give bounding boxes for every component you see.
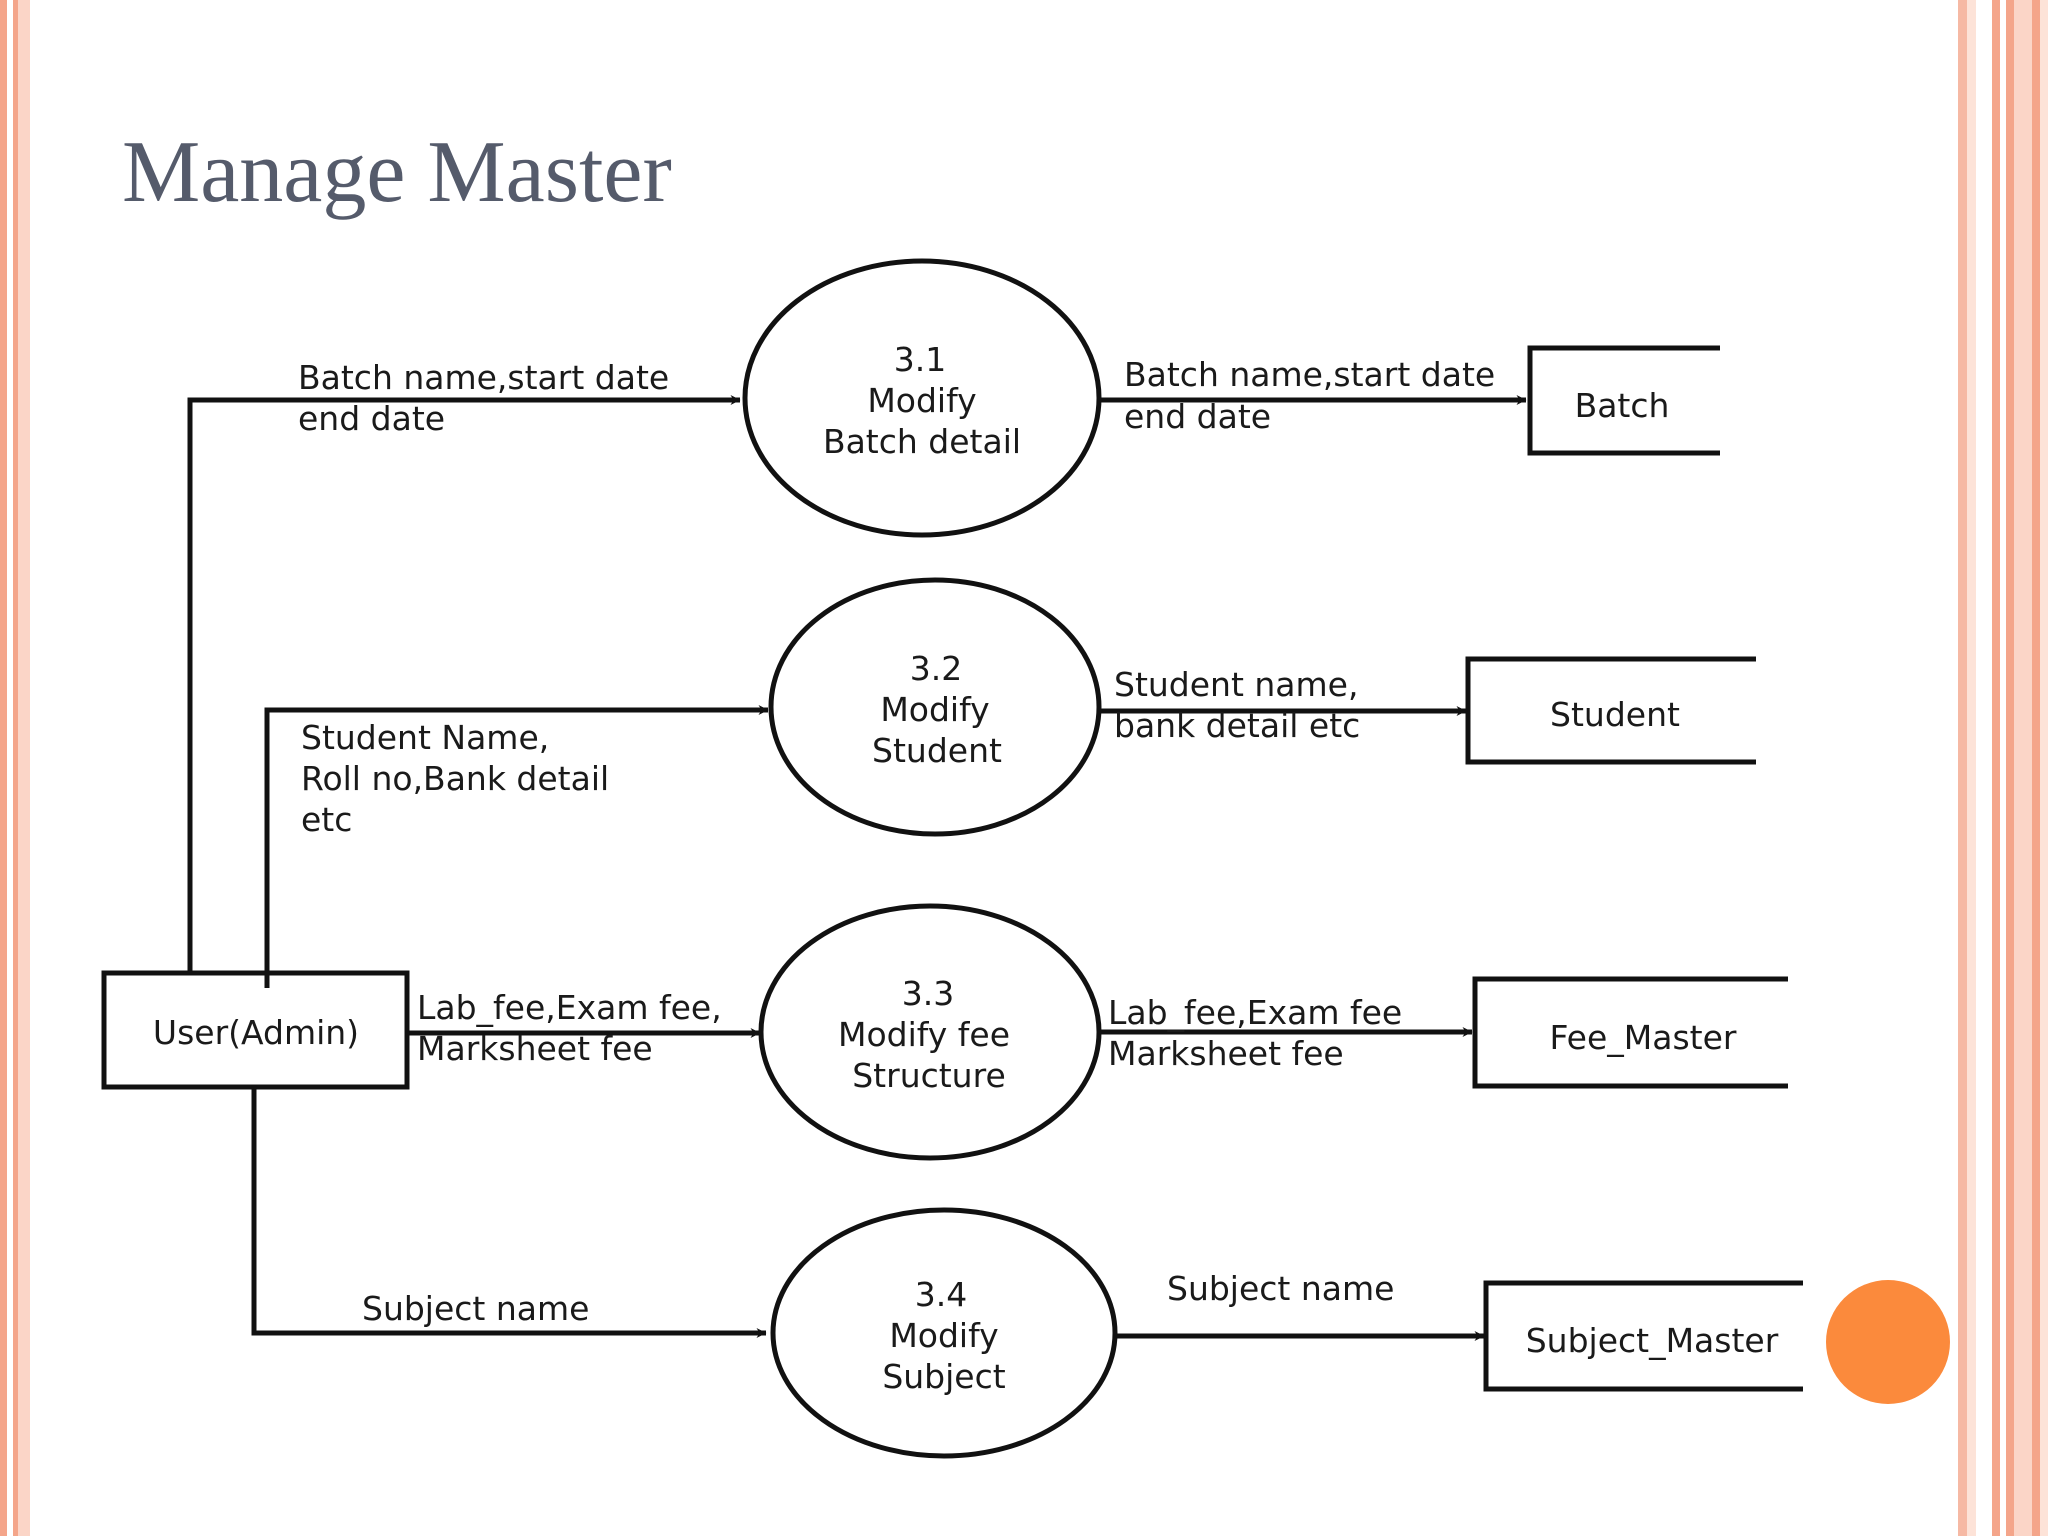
- data-store-fee-master: [1472, 976, 1788, 1089]
- flow-arrow-to-3-4: [251, 1087, 767, 1338]
- process-3-2-name-line2: Student: [872, 731, 1002, 770]
- flow-label-in-3-3-line2: Marksheet fee: [417, 1029, 653, 1068]
- flow-label-out-fee-line2: Marksheet fee: [1108, 1034, 1344, 1073]
- flow-label-in-3-1-line2: end date: [298, 399, 445, 438]
- slide-decoration-dot: [1826, 1280, 1950, 1404]
- flow-label-in-3-2-line2: Roll no,Bank detail: [301, 759, 609, 798]
- process-3-4-name-line1: Modify: [889, 1316, 998, 1355]
- data-store-subject-master-label: Subject_Master: [1526, 1321, 1779, 1360]
- process-3-4: [770, 1207, 1118, 1459]
- data-store-student-label: Student: [1550, 695, 1680, 734]
- flow-label-out-fee-line1: Lab_fee,Exam fee: [1108, 993, 1402, 1032]
- flow-label-in-3-2-line3: etc: [301, 800, 352, 839]
- process-3-3-name-line1: Modify fee: [838, 1015, 1010, 1054]
- flow-label-out-student-line1: Student name,: [1114, 665, 1358, 704]
- process-3-2-number: 3.2: [910, 649, 962, 688]
- slide-title: Manage Master: [122, 124, 672, 221]
- flow-label-out-subject: Subject name: [1167, 1269, 1394, 1308]
- process-3-2-name-line1: Modify: [880, 690, 989, 729]
- process-3-4-number: 3.4: [915, 1275, 967, 1314]
- data-store-batch-label: Batch: [1575, 386, 1670, 425]
- flow-label-in-3-3-line1: Lab_fee,Exam fee,: [417, 988, 722, 1027]
- flow-arrow-to-3-1: [187, 395, 741, 973]
- process-3-3-number: 3.3: [902, 974, 954, 1013]
- process-3-2: [768, 577, 1102, 837]
- flow-arrow-to-3-2: [264, 705, 769, 988]
- process-3-3-name-line2: Structure: [852, 1056, 1006, 1095]
- process-3-1-number: 3.1: [894, 340, 946, 379]
- slide-right-border: [1958, 0, 2048, 1536]
- slide-left-border: [0, 0, 30, 1536]
- flow-label-out-student-line2: bank detail etc: [1114, 706, 1360, 745]
- process-3-1-name-line2: Batch detail: [823, 422, 1021, 461]
- flow-label-out-batch-line1: Batch name,start date: [1124, 355, 1495, 394]
- data-store-fee-master-label: Fee_Master: [1550, 1018, 1737, 1057]
- process-3-4-name-line2: Subject: [882, 1357, 1005, 1396]
- data-store-student: [1465, 656, 1756, 765]
- external-entity-user-admin: [101, 970, 410, 1090]
- flow-label-out-batch-line2: end date: [1124, 397, 1271, 436]
- external-entity-label: User(Admin): [153, 1013, 359, 1052]
- data-store-subject-master: [1483, 1280, 1803, 1392]
- data-store-batch: [1527, 345, 1720, 456]
- flow-label-in-3-2-line1: Student Name,: [301, 718, 549, 757]
- flow-label-in-3-1-line1: Batch name,start date: [298, 358, 669, 397]
- flow-label-in-3-4: Subject name: [362, 1289, 589, 1328]
- process-3-1-name-line1: Modify: [867, 381, 976, 420]
